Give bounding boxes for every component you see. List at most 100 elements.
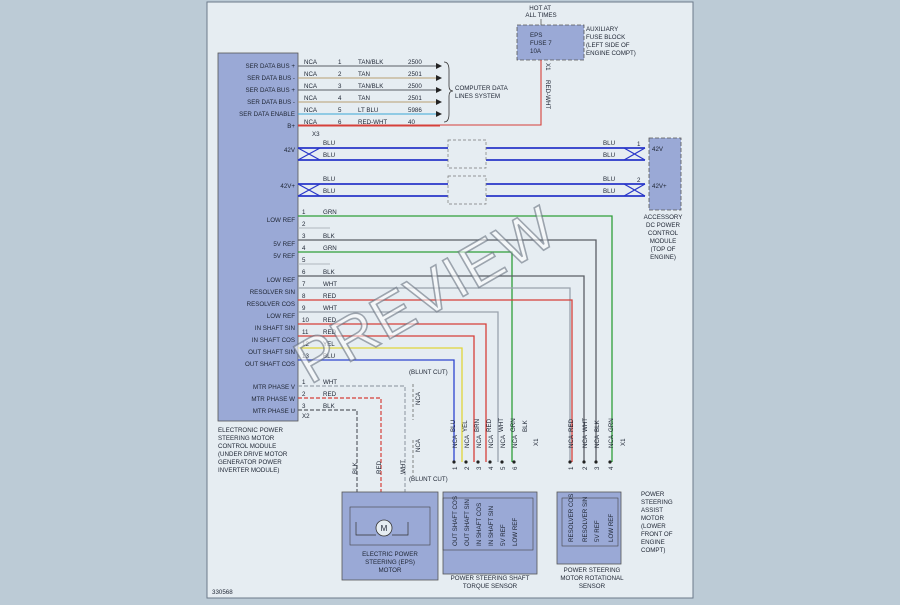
- motor-wire-color: BLK: [323, 403, 336, 410]
- rotational-pin-dot: [594, 460, 598, 464]
- torque-label-line: POWER STEERING SHAFT: [451, 575, 530, 582]
- fuse-line: EPS: [530, 32, 542, 39]
- arrow-icon: [436, 63, 442, 69]
- assist-motor-line: ASSIST: [641, 507, 663, 514]
- torque-nca-label: NCA: [512, 434, 519, 448]
- torque-nca-label: NCA: [500, 434, 507, 448]
- data-row-nca: NCA: [304, 107, 318, 114]
- assist-motor-line: ENGINE: [641, 539, 665, 546]
- data-row-nca: NCA: [304, 71, 318, 78]
- ecm-pin-label: 5V REF: [273, 253, 295, 260]
- data-row-color: TAN: [358, 95, 370, 102]
- blunt-cut-group: (BLUNT CUT) (BLUNT CUT) NCA NCA: [409, 369, 448, 483]
- motor-label-line: ELECTRIC POWER: [362, 551, 418, 558]
- computer-label-line: COMPUTER DATA: [455, 85, 509, 92]
- ecm-pin-label: SER DATA BUS -: [247, 75, 295, 82]
- arrow-icon: [436, 87, 442, 93]
- ecm-pin-label: SER DATA BUS +: [246, 87, 296, 94]
- signal-pin-number: 1: [302, 209, 306, 216]
- rotational-sensor-box: [556, 491, 622, 565]
- torque-pin-dot: [512, 460, 516, 464]
- torque-inner-label: 5V REF: [500, 524, 507, 546]
- assist-motor-line: MOTOR: [641, 515, 664, 522]
- torque-nca-label: NCA: [464, 434, 471, 448]
- torque-pin-dot: [476, 460, 480, 464]
- signal-wire: [298, 239, 597, 462]
- signal-wire: [298, 287, 571, 462]
- signal-wire-color: GRN: [323, 245, 337, 252]
- accessory-pin: 2: [637, 177, 641, 184]
- signal-wire: [298, 323, 487, 462]
- ecm-pin-label: 5V REF: [273, 241, 295, 248]
- motor-wire-label: RED: [376, 460, 383, 474]
- signal-wire-color: GRN: [323, 209, 337, 216]
- ecm-description: ELECTRONIC POWER STEERING MOTOR CONTROL …: [218, 427, 288, 474]
- rotational-nca-label: NCA: [608, 434, 615, 448]
- arrow-icon: [436, 111, 442, 117]
- computer-brace: [443, 61, 454, 123]
- computer-label-line: LINES SYSTEM: [455, 93, 500, 100]
- torque-nca-label: NCA: [488, 434, 495, 448]
- signal-pin-number: 6: [302, 269, 306, 276]
- wire-label: BLU: [603, 176, 615, 183]
- data-row-color: LT BLU: [358, 107, 378, 114]
- signal-wire-color: RED: [323, 329, 337, 336]
- rotational-pin-number: 2: [582, 466, 589, 470]
- signal-pin-number: 3: [302, 233, 306, 240]
- data-row-color: TAN/BLK: [358, 83, 384, 90]
- motor-pin-number: 2: [302, 391, 306, 398]
- data-row-pin: 1: [338, 59, 342, 66]
- torque-wire-color: GRN: [510, 418, 517, 432]
- ecm-desc-line: INVERTER MODULE): [218, 467, 279, 474]
- motor-symbol-icon: [375, 519, 393, 537]
- data-row-pin: 2: [338, 71, 342, 78]
- torque-wire-color: BLU: [450, 420, 457, 432]
- signal-pin-number: 5: [302, 257, 306, 264]
- signal-wire-color: WHT: [323, 281, 337, 288]
- torque-inner-label: IN SHAFT COS: [476, 503, 483, 546]
- ecm-pin-label: 42V: [284, 147, 296, 154]
- torque-wire-color: YEL: [462, 420, 469, 432]
- signal-pin-number: 8: [302, 293, 306, 300]
- signal-pin-number: 2: [302, 221, 306, 228]
- motor-wire-color: WHT: [323, 379, 337, 386]
- signal-wire-color: BLK: [323, 269, 336, 276]
- signal-pin-number: 7: [302, 281, 306, 288]
- torque-pin-number: 2: [464, 466, 471, 470]
- data-row-nca: NCA: [304, 83, 318, 90]
- torque-label-line: TORQUE SENSOR: [463, 583, 518, 590]
- fuse-block-box: [516, 24, 585, 61]
- wire-label: BLU: [323, 140, 335, 147]
- hot-label: HOT AT ALL TIMES: [525, 5, 556, 19]
- accessory-desc-line: MODULE: [650, 238, 676, 245]
- wire-label: BLU: [323, 152, 335, 159]
- rotational-inner-label: LOW REF: [608, 514, 615, 542]
- motor-pin-number: 1: [302, 379, 306, 386]
- signal-wire: [298, 347, 463, 462]
- rotational-inner-label: RESOLVER COS: [568, 494, 575, 542]
- accessory-desc-line: ENGINE): [650, 254, 676, 261]
- signal-pin-number: 4: [302, 245, 306, 252]
- torque-sensor-box: [442, 491, 538, 575]
- ecm-module-box: [217, 52, 299, 422]
- motor-label-line: MOTOR: [379, 567, 402, 574]
- rotational-pin-dot: [568, 460, 572, 464]
- fuse-desc-line: ENGINE COMPT): [586, 50, 636, 57]
- data-row-color: RED-WHT: [358, 119, 387, 126]
- signal-wire-color: YEL: [323, 341, 335, 348]
- motor-wire-color: RED: [323, 391, 337, 398]
- ecm-pin-label: RESOLVER SIN: [250, 289, 295, 296]
- accessory-pin-label: 42V: [652, 146, 664, 153]
- motor-label-line: STEERING (EPS): [365, 559, 415, 566]
- ecm-pin-label: MTR PHASE V: [253, 384, 296, 391]
- signal-wire: [298, 215, 613, 462]
- signal-wire: [298, 311, 499, 462]
- ecm-pin-label: MTR PHASE U: [253, 408, 295, 415]
- rotational-pin-dot: [608, 460, 612, 464]
- torque-wire-color: BLK: [522, 419, 529, 432]
- shield-cutaway: [447, 175, 487, 205]
- data-row-pin: 5: [338, 107, 342, 114]
- rotational-nca-label: NCA: [582, 434, 589, 448]
- torque-inner-label: OUT SHAFT COS: [452, 496, 459, 546]
